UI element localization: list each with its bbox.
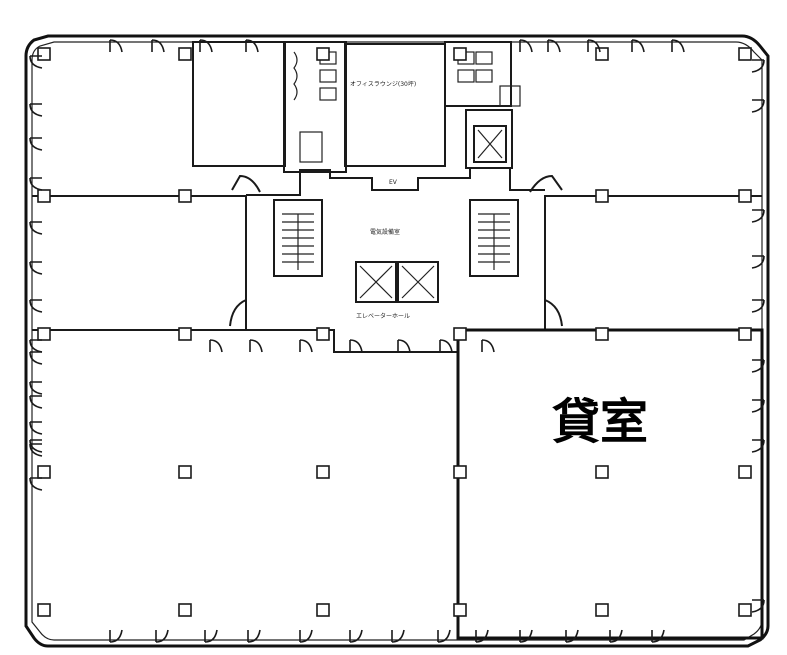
door-swing	[751, 399, 765, 413]
door-swing	[245, 39, 259, 53]
door-swing	[29, 177, 43, 191]
column	[178, 189, 192, 203]
column	[453, 327, 467, 341]
door-swing	[204, 629, 218, 643]
rental-room-label: 貸室	[552, 394, 648, 450]
outer-wall	[24, 34, 770, 648]
door-swing	[437, 629, 451, 643]
door-swing	[519, 39, 533, 53]
door-swing	[587, 39, 601, 53]
door-swing	[299, 629, 313, 643]
door-swing	[29, 443, 43, 457]
column	[316, 327, 330, 341]
door-swing	[751, 299, 765, 313]
partition-walls	[32, 41, 764, 640]
structural-columns	[37, 47, 752, 617]
door-swing	[349, 339, 363, 353]
lounge-label: オフィスラウンジ(30坪)	[350, 80, 416, 88]
door-swing	[751, 255, 765, 269]
door-swing	[609, 629, 623, 643]
column	[178, 47, 192, 61]
door-swing	[29, 351, 43, 365]
door-swing	[151, 39, 165, 53]
door-swing	[155, 629, 169, 643]
door-swing	[247, 629, 261, 643]
column	[178, 465, 192, 479]
door-swing	[209, 339, 223, 353]
door-swing	[547, 39, 561, 53]
column	[738, 47, 752, 61]
door-swing	[29, 477, 43, 491]
door-swing	[751, 209, 765, 223]
column	[37, 465, 51, 479]
column	[453, 47, 467, 61]
door-swing	[299, 339, 313, 353]
column	[595, 327, 609, 341]
core-walls	[229, 167, 563, 353]
door-swing	[751, 59, 765, 73]
column	[595, 189, 609, 203]
column	[316, 603, 330, 617]
column	[738, 603, 752, 617]
column	[316, 47, 330, 61]
column	[595, 603, 609, 617]
electrical-room-label: 電気設備室	[370, 228, 400, 236]
column	[178, 603, 192, 617]
door-swing	[29, 261, 43, 275]
column	[595, 465, 609, 479]
door-swing	[29, 395, 43, 409]
stairs-right	[469, 199, 519, 277]
column	[178, 327, 192, 341]
door-swing	[631, 39, 645, 53]
door-swing	[29, 221, 43, 235]
column	[738, 327, 752, 341]
column	[738, 465, 752, 479]
door-swing	[751, 599, 765, 613]
door-swing	[29, 421, 43, 435]
door-swing	[29, 381, 43, 395]
ev-label: EV	[389, 179, 398, 186]
elevator-hall-label: エレベーターホール	[356, 312, 410, 320]
door-swing	[249, 339, 263, 353]
door-swing	[565, 629, 579, 643]
column	[37, 47, 51, 61]
door-swing	[651, 629, 665, 643]
column	[738, 189, 752, 203]
door-swing	[751, 439, 765, 453]
door-swing	[751, 99, 765, 113]
column	[37, 603, 51, 617]
door-swing	[349, 629, 363, 643]
door-swing	[475, 629, 489, 643]
door-swing	[29, 299, 43, 313]
column	[595, 47, 609, 61]
stairs-left	[273, 199, 323, 277]
restroom-fixtures	[293, 51, 521, 163]
door-swing	[391, 629, 405, 643]
column	[453, 603, 467, 617]
door-swing	[199, 39, 213, 53]
door-swing	[109, 629, 123, 643]
door-swing	[519, 629, 533, 643]
door-swing	[439, 339, 453, 353]
door-swing	[751, 359, 765, 373]
column	[37, 327, 51, 341]
door-swing	[29, 55, 43, 69]
column	[37, 189, 51, 203]
door-swing	[109, 39, 123, 53]
door-swing	[671, 39, 685, 53]
door-swings	[29, 39, 765, 643]
door-swing	[481, 339, 495, 353]
elevator-shafts	[355, 125, 507, 303]
column	[453, 465, 467, 479]
door-swing	[397, 339, 411, 353]
door-swing	[29, 137, 43, 151]
door-swing	[29, 439, 43, 453]
column	[316, 465, 330, 479]
door-swing	[29, 103, 43, 117]
